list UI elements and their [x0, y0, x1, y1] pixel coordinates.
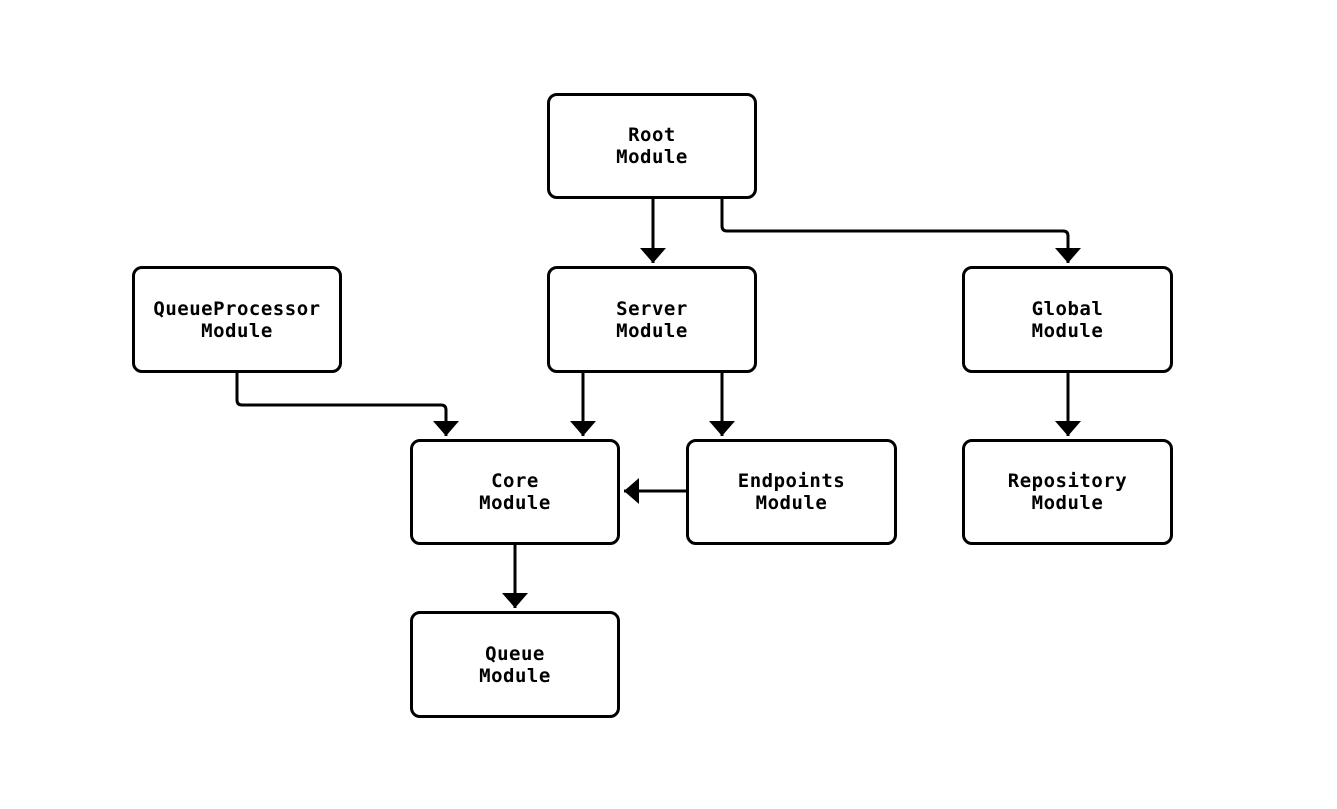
node-queue-module: Queue Module — [410, 611, 620, 718]
node-global-module: Global Module — [962, 266, 1173, 373]
node-server-module-label: Server Module — [616, 297, 688, 342]
node-global-module-label: Global Module — [1031, 297, 1104, 342]
edge-queueprocessor-to-core — [235, 373, 459, 436]
edge-root-to-global — [720, 199, 1081, 263]
node-queueprocessor-module-label: QueueProcessor Module — [153, 297, 321, 342]
node-root-module-label: Root Module — [616, 124, 688, 168]
node-endpoints-module: Endpoints Module — [686, 439, 897, 545]
node-root-module: Root Module — [547, 93, 757, 199]
node-repository-module-label: Repository Module — [1007, 470, 1128, 514]
node-queueprocessor-module: QueueProcessor Module — [132, 266, 342, 373]
node-repository-module: Repository Module — [962, 439, 1173, 545]
node-server-module: Server Module — [547, 266, 757, 373]
node-queue-module-label: Queue Module — [479, 642, 551, 687]
node-core-module: Core Module — [410, 439, 620, 545]
node-endpoints-module-label: Endpoints Module — [737, 470, 846, 514]
node-core-module-label: Core Module — [479, 470, 551, 514]
